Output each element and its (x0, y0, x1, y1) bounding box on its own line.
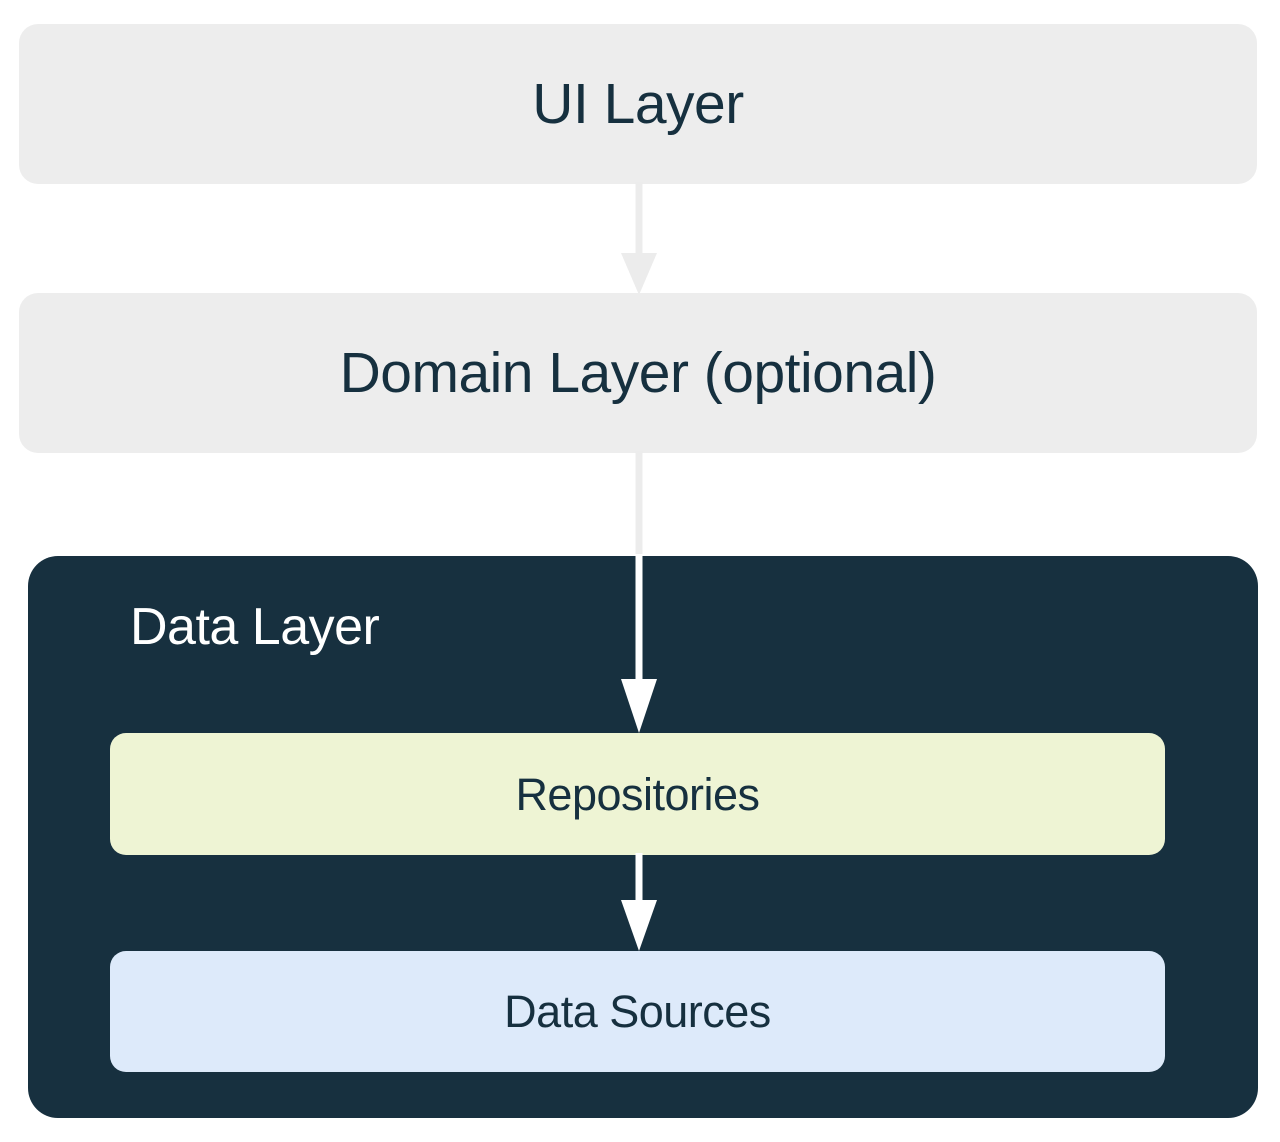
data-sources-label: Data Sources (504, 986, 771, 1037)
repositories-box[interactable]: Repositories (110, 733, 1165, 855)
repositories-label: Repositories (515, 768, 760, 820)
data-sources-box[interactable]: Data Sources (110, 951, 1165, 1072)
ui-layer-label: UI Layer (532, 71, 744, 136)
ui-layer-box[interactable]: UI Layer (19, 24, 1257, 184)
domain-layer-box[interactable]: Domain Layer (optional) (19, 293, 1257, 453)
arrow-down-icon-ui-to-domain (621, 182, 657, 295)
domain-layer-label: Domain Layer (optional) (339, 340, 937, 405)
data-layer-label: Data Layer (130, 598, 380, 656)
